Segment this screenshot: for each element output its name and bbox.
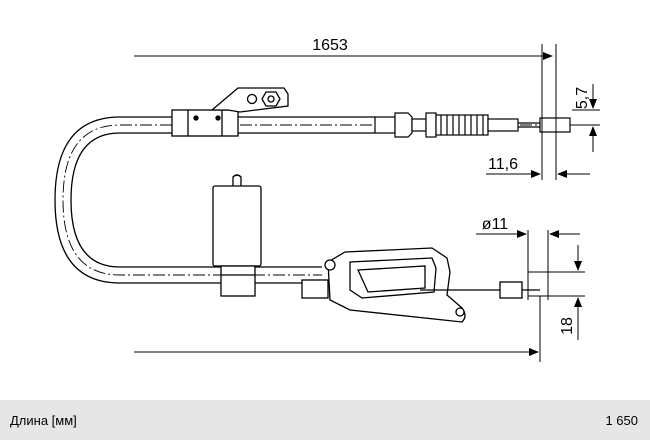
ferrule-length-label: 11,6 (488, 156, 518, 173)
length-value: 1 650 (605, 412, 638, 428)
diameter-label: ø11 (482, 216, 508, 233)
bracket-height-label: 18 (559, 317, 576, 335)
upper-end-fitting (171, 87, 289, 137)
total-length-label: 1653 (312, 37, 348, 54)
dim-bottom-length (134, 296, 541, 362)
dim-total-length (134, 44, 557, 180)
cable-centerline (62, 124, 580, 291)
end-offset-label: 5,7 (574, 87, 591, 109)
lower-end-fitting (301, 247, 540, 323)
mounting-clip (212, 174, 262, 297)
length-label: Длина [мм] (10, 412, 77, 428)
dim-end-offset (572, 84, 600, 152)
cable-sheath (54, 116, 322, 284)
adjuster-spring (374, 112, 571, 138)
upper-cable (238, 116, 375, 134)
dim-bracket-height (528, 245, 585, 340)
dim-diameter (476, 230, 580, 300)
info-bar: Длина [мм] 1 650 (0, 400, 650, 440)
cable-drawing: 1653 5,7 11,6 ø11 18 (54, 37, 600, 362)
